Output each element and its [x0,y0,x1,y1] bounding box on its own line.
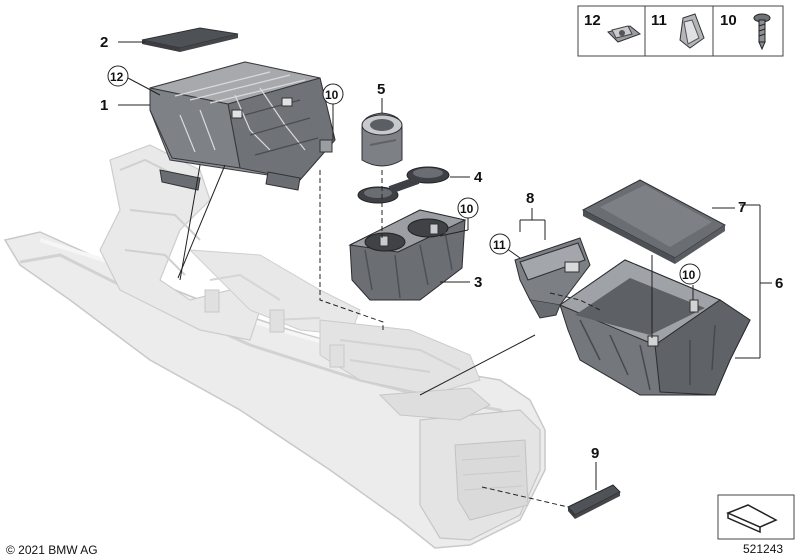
circled-ref-12-frame: 12 [107,65,129,87]
callout-2: 2 [100,34,108,51]
circled-ref-10-cupholder: 10 [457,197,479,219]
callout-3: 3 [474,274,482,291]
circled-references: 12 10 10 11 10 [107,65,701,285]
copyright-notice: © 2021 BMW AG [6,543,98,557]
screw-icon [753,13,771,51]
legend-number-12: 12 [584,12,601,29]
legend-number-11: 11 [651,12,667,29]
leader-lines [118,41,772,508]
clip-nut-icon [607,25,642,43]
part-7-storage-mat [581,179,726,264]
callout-7: 7 [738,199,746,216]
center-console-housing [3,144,546,549]
part-9-trim-cover [567,484,621,519]
part-5-cupholder-insert [361,112,403,167]
callout-1: 1 [100,97,108,114]
legend-number-10: 10 [720,12,737,29]
svg-text:10: 10 [325,88,339,102]
part-6-storage-tray [558,259,751,396]
diagram-number-box: 521243 [717,494,795,556]
part-3-cupholder-housing [348,209,467,301]
svg-text:11: 11 [493,238,506,252]
callout-8: 8 [526,190,534,207]
part-1-carrier-frame [149,61,336,191]
callout-9: 9 [591,445,599,462]
callout-6: 6 [775,275,783,292]
diagram-number: 521243 [743,542,783,556]
part-8-bracket [514,237,591,319]
callout-5: 5 [377,81,385,98]
callout-numbers: 2 1 5 4 3 8 7 6 9 [100,34,783,462]
circled-ref-10-tray: 10 [679,263,701,285]
callout-4: 4 [474,169,483,186]
spring-clip-icon [679,13,705,49]
view-direction-arrow-icon [726,504,778,534]
part-4-cupholder-mat [357,166,450,204]
fastener-legend-box: 12 11 10 [577,5,784,57]
circled-ref-11-bracket: 11 [489,233,511,255]
svg-text:10: 10 [460,202,474,216]
part-2-storage-mat [141,27,239,52]
svg-text:12: 12 [110,70,124,84]
svg-text:10: 10 [682,268,696,282]
circled-ref-10-frame: 10 [322,83,344,105]
